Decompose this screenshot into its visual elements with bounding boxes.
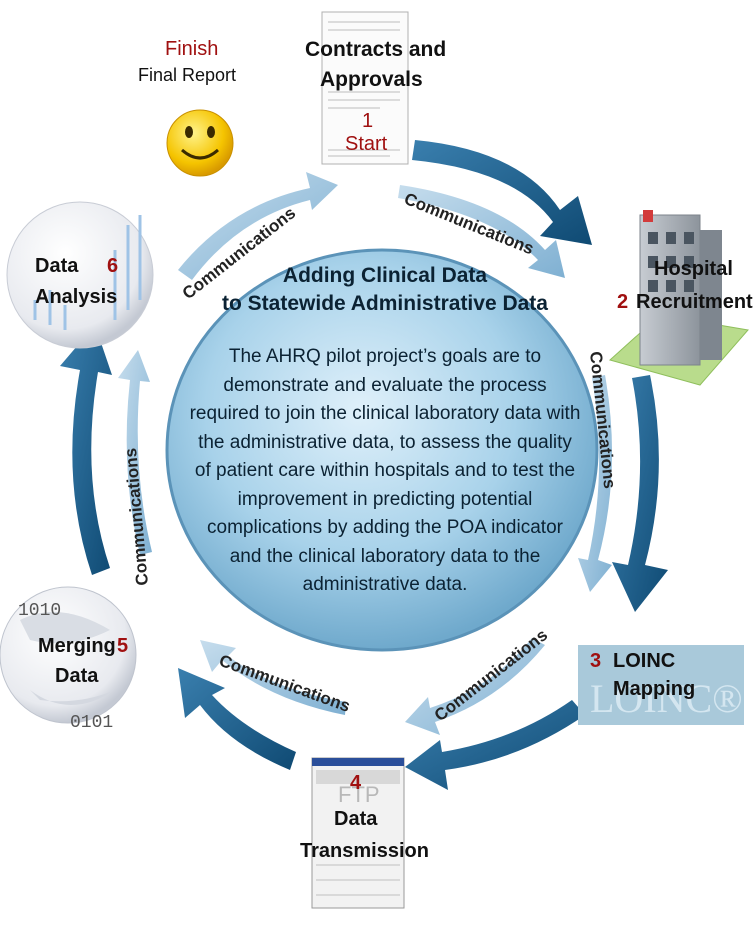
step-2-number: 2 [617,291,629,313]
transmission-label-line1: Data [334,808,378,830]
smiley-face-icon [166,109,234,177]
center-body-line: complications by adding the POA indicato… [207,517,563,538]
communications-label-top-right: Communications [402,189,537,258]
arrow-loinc-to-transmission [405,700,585,790]
center-body-line: and the clinical laboratory data to the [229,545,541,567]
outer-arrows [60,140,668,790]
hospital-label-line2: Recruitment [636,291,753,313]
communications-label-bottom-left: Communications [217,651,353,716]
arrow-hospital-to-loinc [612,375,668,612]
step-4-number: 4 [350,772,362,794]
transmission-label-line2: Transmission [300,840,429,862]
arrow-light-top-right [398,185,565,278]
center-circle [165,248,599,652]
arrow-light-bottom-left [200,640,346,715]
arrow-light-left [118,350,152,555]
center-body-text: The AHRQ pilot project’s goals are to de… [180,343,590,600]
center-title: Adding Clinical Data to Statewide Admini… [185,262,585,319]
step-6-number: 6 [107,255,119,277]
communications-label-left: Communications [121,447,152,586]
arrow-contracts-to-hospital [412,140,592,245]
arrow-light-right [578,375,613,592]
merging-label-line2: Data [55,665,99,687]
center-body-line: of patient care within hospitals and to … [194,460,576,481]
arrow-merging-to-analysis [60,325,112,575]
ftp-screen-text: FTP [338,782,380,807]
loinc-label-line1: LOINC [613,650,676,672]
loinc-logo-image: LOINC® [578,645,744,725]
center-body-line: improvement in predicting potential [237,488,533,510]
arrow-light-top-left [178,172,338,280]
center-body-line: required to join the clinical laboratory… [189,403,581,424]
ftp-screenshot-image: FTP [311,757,405,909]
binary-bottom-text: 0101 [70,713,113,733]
contracts-label-line1: Contracts and [305,38,447,61]
binary-top-text: 1010 [18,601,61,621]
center-title-line1: Adding Clinical Data [282,264,488,287]
loinc-label-line2: Mapping [613,678,696,700]
merging-label-line1: Merging [38,635,116,657]
merging-data-image: 1010 0101 [0,586,137,733]
finish-label: Finish [165,38,219,60]
start-label: Start [345,133,388,155]
step-3-number: 3 [590,650,602,672]
analysis-label-line1: Data [35,255,79,277]
arrow-light-bottom-right [405,638,545,735]
contracts-label-line2: Approvals [320,68,423,91]
hospital-building-image [608,210,749,386]
hospital-label-line1: Hospital [654,258,733,280]
center-body-line: demonstrate and evaluate the process [223,374,547,396]
center-body-line: The AHRQ pilot project’s goals are to [228,346,542,367]
arrow-transmission-to-merging [178,668,296,770]
contracts-document-image [321,11,409,165]
center-body-line: the administrative data, to assess the q… [198,431,572,453]
step-1-number: 1 [362,110,374,132]
loinc-logo-text: LOINC® [590,676,743,721]
center-body-line: administrative data. [302,574,468,595]
analysis-label-line2: Analysis [35,286,118,308]
inner-arrows [118,172,613,735]
step-5-number: 5 [117,635,129,657]
data-analysis-chart-image [6,201,154,349]
center-title-line2: to Statewide Administrative Data [222,292,548,316]
final-report-label: Final Report [138,65,237,85]
